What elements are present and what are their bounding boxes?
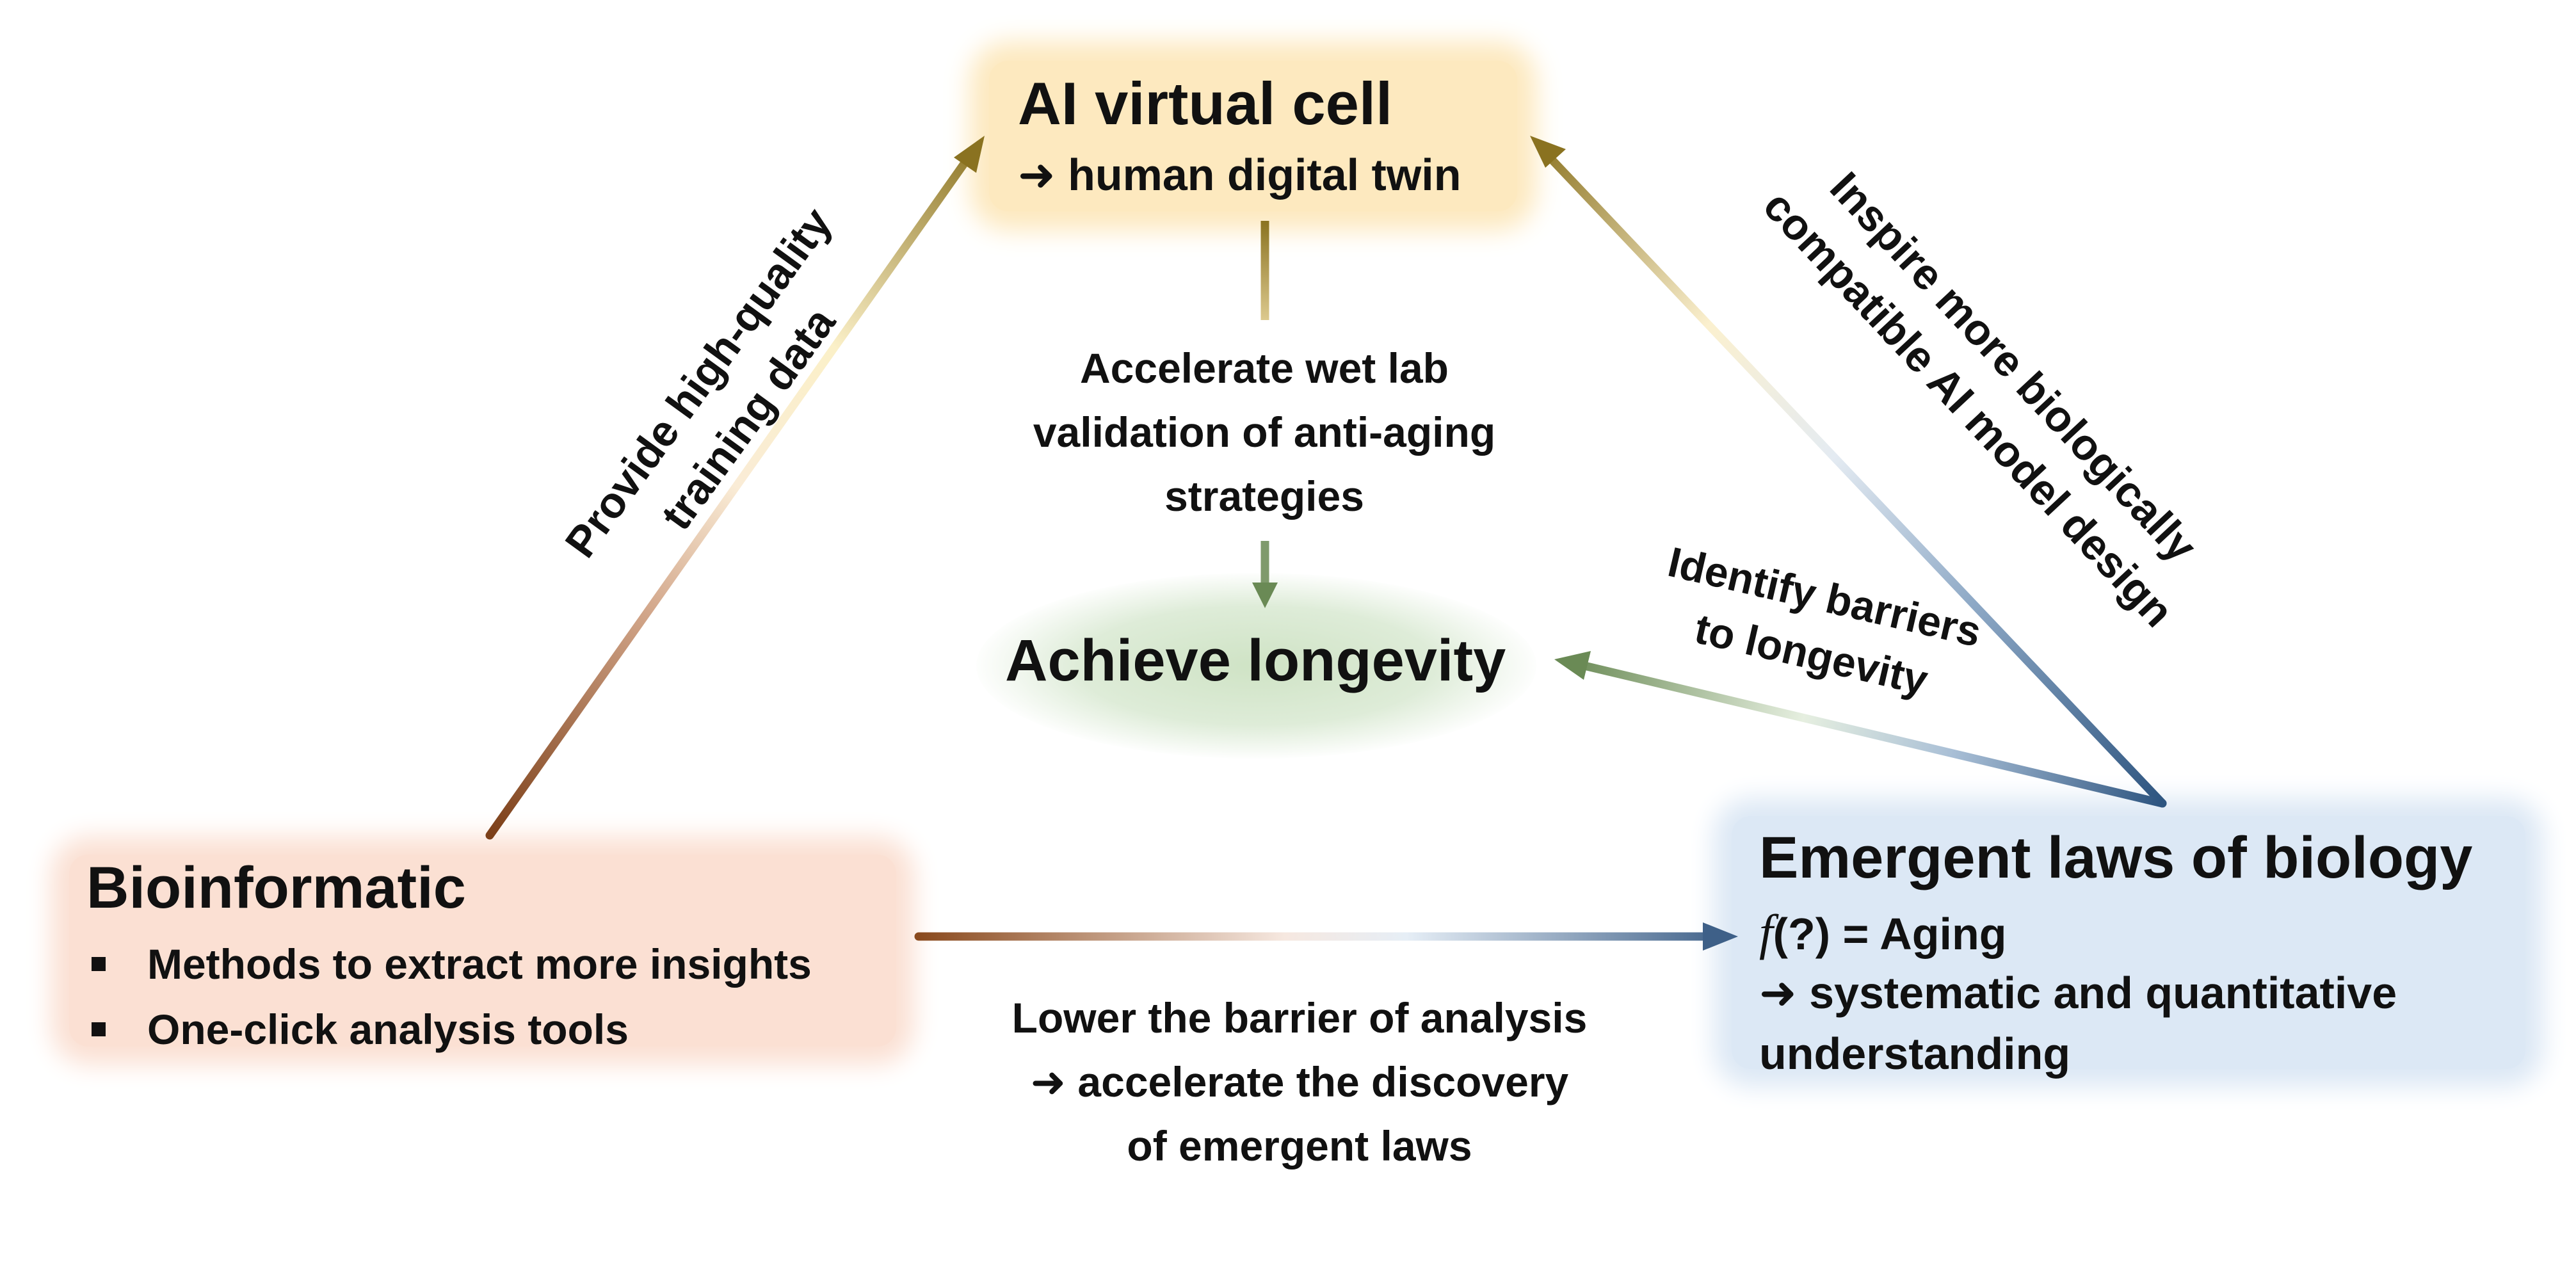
emergent-laws-line2: ➜ systematic and quantitative (1759, 968, 2397, 1018)
arrow-barriers (1580, 661, 2167, 808)
formula-rest: (?) = Aging (1773, 909, 2007, 959)
arrow-left-edge (485, 156, 971, 840)
ai-cell-title: AI virtual cell (1018, 70, 1393, 137)
arrowhead-barriers (1554, 651, 1591, 680)
ai-cell-subtitle: ➜ human digital twin (1018, 150, 1461, 200)
formula-f: f (1759, 904, 1773, 960)
center-label-line: validation of anti-aging (1033, 408, 1496, 456)
ai-cell-box (989, 61, 1517, 211)
bullet-square-icon (92, 1022, 106, 1036)
arrowhead-bottom-edge (1703, 922, 1738, 951)
emergent-laws-box (1732, 816, 2525, 1069)
bottom-label-line: Lower the barrier of analysis (1011, 994, 1588, 1041)
list-item-text: Methods to extract more insights (147, 940, 812, 988)
bioinformatic-title: Bioinformatic (86, 855, 466, 920)
bullet-square-icon (92, 957, 106, 971)
list-item: Methods to extract more insights (86, 931, 812, 997)
bottom-edge-label: Lower the barrier of analysis ➜ accelera… (935, 986, 1664, 1178)
emergent-laws-line3: understanding (1759, 1029, 2071, 1079)
arrowhead-left-edge (954, 136, 985, 173)
longevity-glow (976, 573, 1536, 759)
bottom-label-line: of emergent laws (1127, 1122, 1472, 1170)
bottom-label-line: ➜ accelerate the discovery (1030, 1058, 1569, 1105)
bioinformatic-list: Methods to extract more insights One-cli… (86, 931, 812, 1062)
center-label-line: strategies (1164, 472, 1364, 520)
emergent-laws-title: Emergent laws of biology (1759, 825, 2473, 890)
arrow-right-edge (1545, 152, 2167, 808)
emergent-laws-formula: f(?) = Aging (1759, 904, 2007, 961)
list-item: One-click analysis tools (86, 997, 812, 1062)
arrowhead-right-edge (1530, 136, 1566, 168)
bioinformatic-box (69, 855, 896, 1047)
center-validation-label: Accelerate wet lab validation of anti-ag… (960, 336, 1568, 528)
arrowhead-longevity (1252, 583, 1278, 608)
center-label-line: Accelerate wet lab (1080, 344, 1449, 392)
longevity-title: Achieve longevity (1005, 628, 1506, 693)
list-item-text: One-click analysis tools (147, 1006, 629, 1053)
